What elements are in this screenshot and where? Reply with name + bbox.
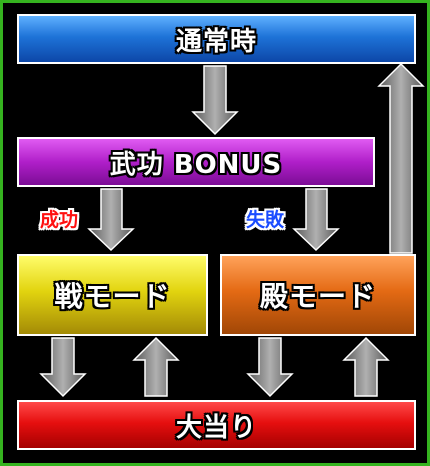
arrow-normal-to-bonus <box>191 65 239 136</box>
state-bonus-label: 武功 BONUS <box>109 149 283 180</box>
state-normal-label: 通常時 <box>175 26 257 57</box>
state-jackpot-label: 大当り <box>175 412 257 443</box>
state-den-mode-label: 殿モード <box>259 280 376 313</box>
state-sen-mode-box: 戦モード <box>17 254 208 336</box>
arrow-den-to-jackpot <box>246 337 294 398</box>
state-sen-mode-label: 戦モード <box>54 280 171 313</box>
arrow-jackpot-to-sen <box>132 336 180 397</box>
state-den-mode-box: 殿モード <box>220 254 416 336</box>
state-jackpot-box: 大当り <box>17 400 416 450</box>
arrow-bonus-to-sen <box>87 188 135 252</box>
success-label: 成功 <box>40 209 79 231</box>
fail-label: 失敗 <box>246 209 285 231</box>
arrow-bonus-to-den <box>292 188 340 252</box>
arrow-jackpot-to-den <box>342 336 390 397</box>
arrow-sen-to-jackpot <box>39 337 87 398</box>
state-bonus-box: 武功 BONUS <box>17 137 375 187</box>
state-normal-box: 通常時 <box>17 14 416 64</box>
arrow-den-to-normal <box>377 62 425 254</box>
